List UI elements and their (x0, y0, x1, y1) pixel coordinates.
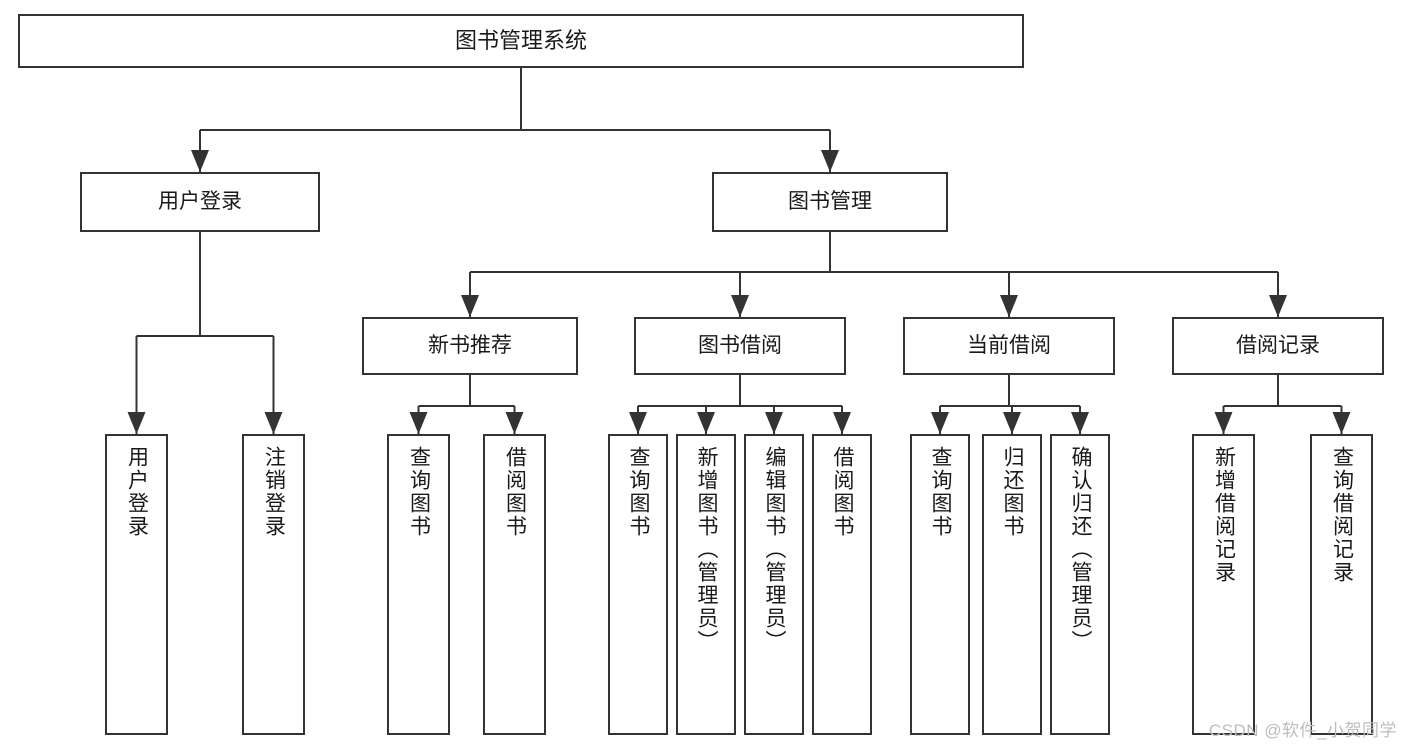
node-label-leaf-query-book-new: 查询图书 (407, 446, 431, 538)
node-user-login: 用户登录 (80, 172, 320, 232)
node-book-manage: 图书管理 (712, 172, 948, 232)
arrowhead-leaf-confirm-return (1071, 412, 1089, 434)
node-leaf-borrow-book-b: 借阅图书 (812, 434, 872, 735)
node-leaf-user-logout: 注销登录 (242, 434, 305, 735)
node-leaf-query-book-new: 查询图书 (387, 434, 450, 735)
arrowhead-leaf-query-book-b (629, 412, 647, 434)
arrowhead-leaf-user-login (127, 412, 146, 434)
node-root: 图书管理系统 (18, 14, 1024, 68)
csdn-watermark: CSDN @软件_小贺同学 (1208, 721, 1397, 740)
node-leaf-confirm-return: 确认归还（管理员） (1050, 434, 1110, 735)
arrowhead-leaf-user-logout (264, 412, 283, 434)
node-label-leaf-borrow-book-new: 借阅图书 (503, 446, 527, 538)
arrowhead-leaf-edit-book (765, 412, 783, 434)
arrowhead-leaf-borrow-book-new (505, 412, 524, 434)
node-label-new-book-rec: 新书推荐 (428, 333, 512, 357)
node-label-root: 图书管理系统 (454, 28, 587, 54)
node-label-leaf-query-book-b: 查询图书 (627, 446, 651, 538)
node-label-leaf-borrow-book-b: 借阅图书 (831, 446, 855, 538)
node-leaf-edit-book: 编辑图书（管理员） (744, 434, 804, 735)
node-label-leaf-edit-book: 编辑图书（管理员） (763, 446, 787, 653)
node-leaf-query-book-b: 查询图书 (608, 434, 668, 735)
node-leaf-add-book: 新增图书（管理员） (676, 434, 736, 735)
node-label-book-borrow: 图书借阅 (698, 333, 782, 357)
node-label-book-manage: 图书管理 (788, 189, 872, 213)
arrowhead-current-borrow (1000, 295, 1018, 317)
node-label-borrow-record: 借阅记录 (1236, 333, 1320, 357)
node-label-leaf-return-book: 归还图书 (1001, 446, 1025, 538)
arrowhead-new-book-rec (461, 295, 479, 317)
node-label-leaf-query-book-c: 查询图书 (929, 446, 953, 538)
arrowhead-leaf-return-book (1003, 412, 1021, 434)
arrowhead-book-borrow (731, 295, 749, 317)
node-new-book-rec: 新书推荐 (362, 317, 578, 375)
node-leaf-borrow-book-new: 借阅图书 (483, 434, 546, 735)
node-leaf-query-record: 查询借阅记录 (1310, 434, 1373, 735)
node-book-borrow: 图书借阅 (634, 317, 846, 375)
arrowhead-leaf-add-book (697, 412, 715, 434)
node-label-current-borrow: 当前借阅 (967, 333, 1051, 357)
node-label-leaf-add-record: 新增借阅记录 (1212, 446, 1236, 584)
node-leaf-query-book-c: 查询图书 (910, 434, 970, 735)
arrowhead-leaf-add-record (1214, 412, 1233, 434)
node-label-leaf-user-logout: 注销登录 (262, 446, 286, 538)
arrowhead-user-login (191, 150, 209, 172)
arrowhead-leaf-query-book-c (931, 412, 949, 434)
arrowhead-leaf-borrow-book-b (833, 412, 851, 434)
node-leaf-return-book: 归还图书 (982, 434, 1042, 735)
node-label-user-login: 用户登录 (158, 189, 242, 213)
node-label-leaf-add-book: 新增图书（管理员） (695, 446, 719, 653)
node-leaf-add-record: 新增借阅记录 (1192, 434, 1255, 735)
node-label-leaf-user-login: 用户登录 (125, 446, 149, 538)
node-label-leaf-confirm-return: 确认归还（管理员） (1069, 446, 1093, 653)
arrowhead-book-manage (821, 150, 839, 172)
node-current-borrow: 当前借阅 (903, 317, 1115, 375)
node-label-leaf-query-record: 查询借阅记录 (1330, 446, 1354, 584)
node-borrow-record: 借阅记录 (1172, 317, 1384, 375)
arrowhead-leaf-query-book-new (409, 412, 428, 434)
arrowhead-leaf-query-record (1332, 412, 1351, 434)
node-leaf-user-login: 用户登录 (105, 434, 168, 735)
arrowhead-borrow-record (1269, 295, 1287, 317)
